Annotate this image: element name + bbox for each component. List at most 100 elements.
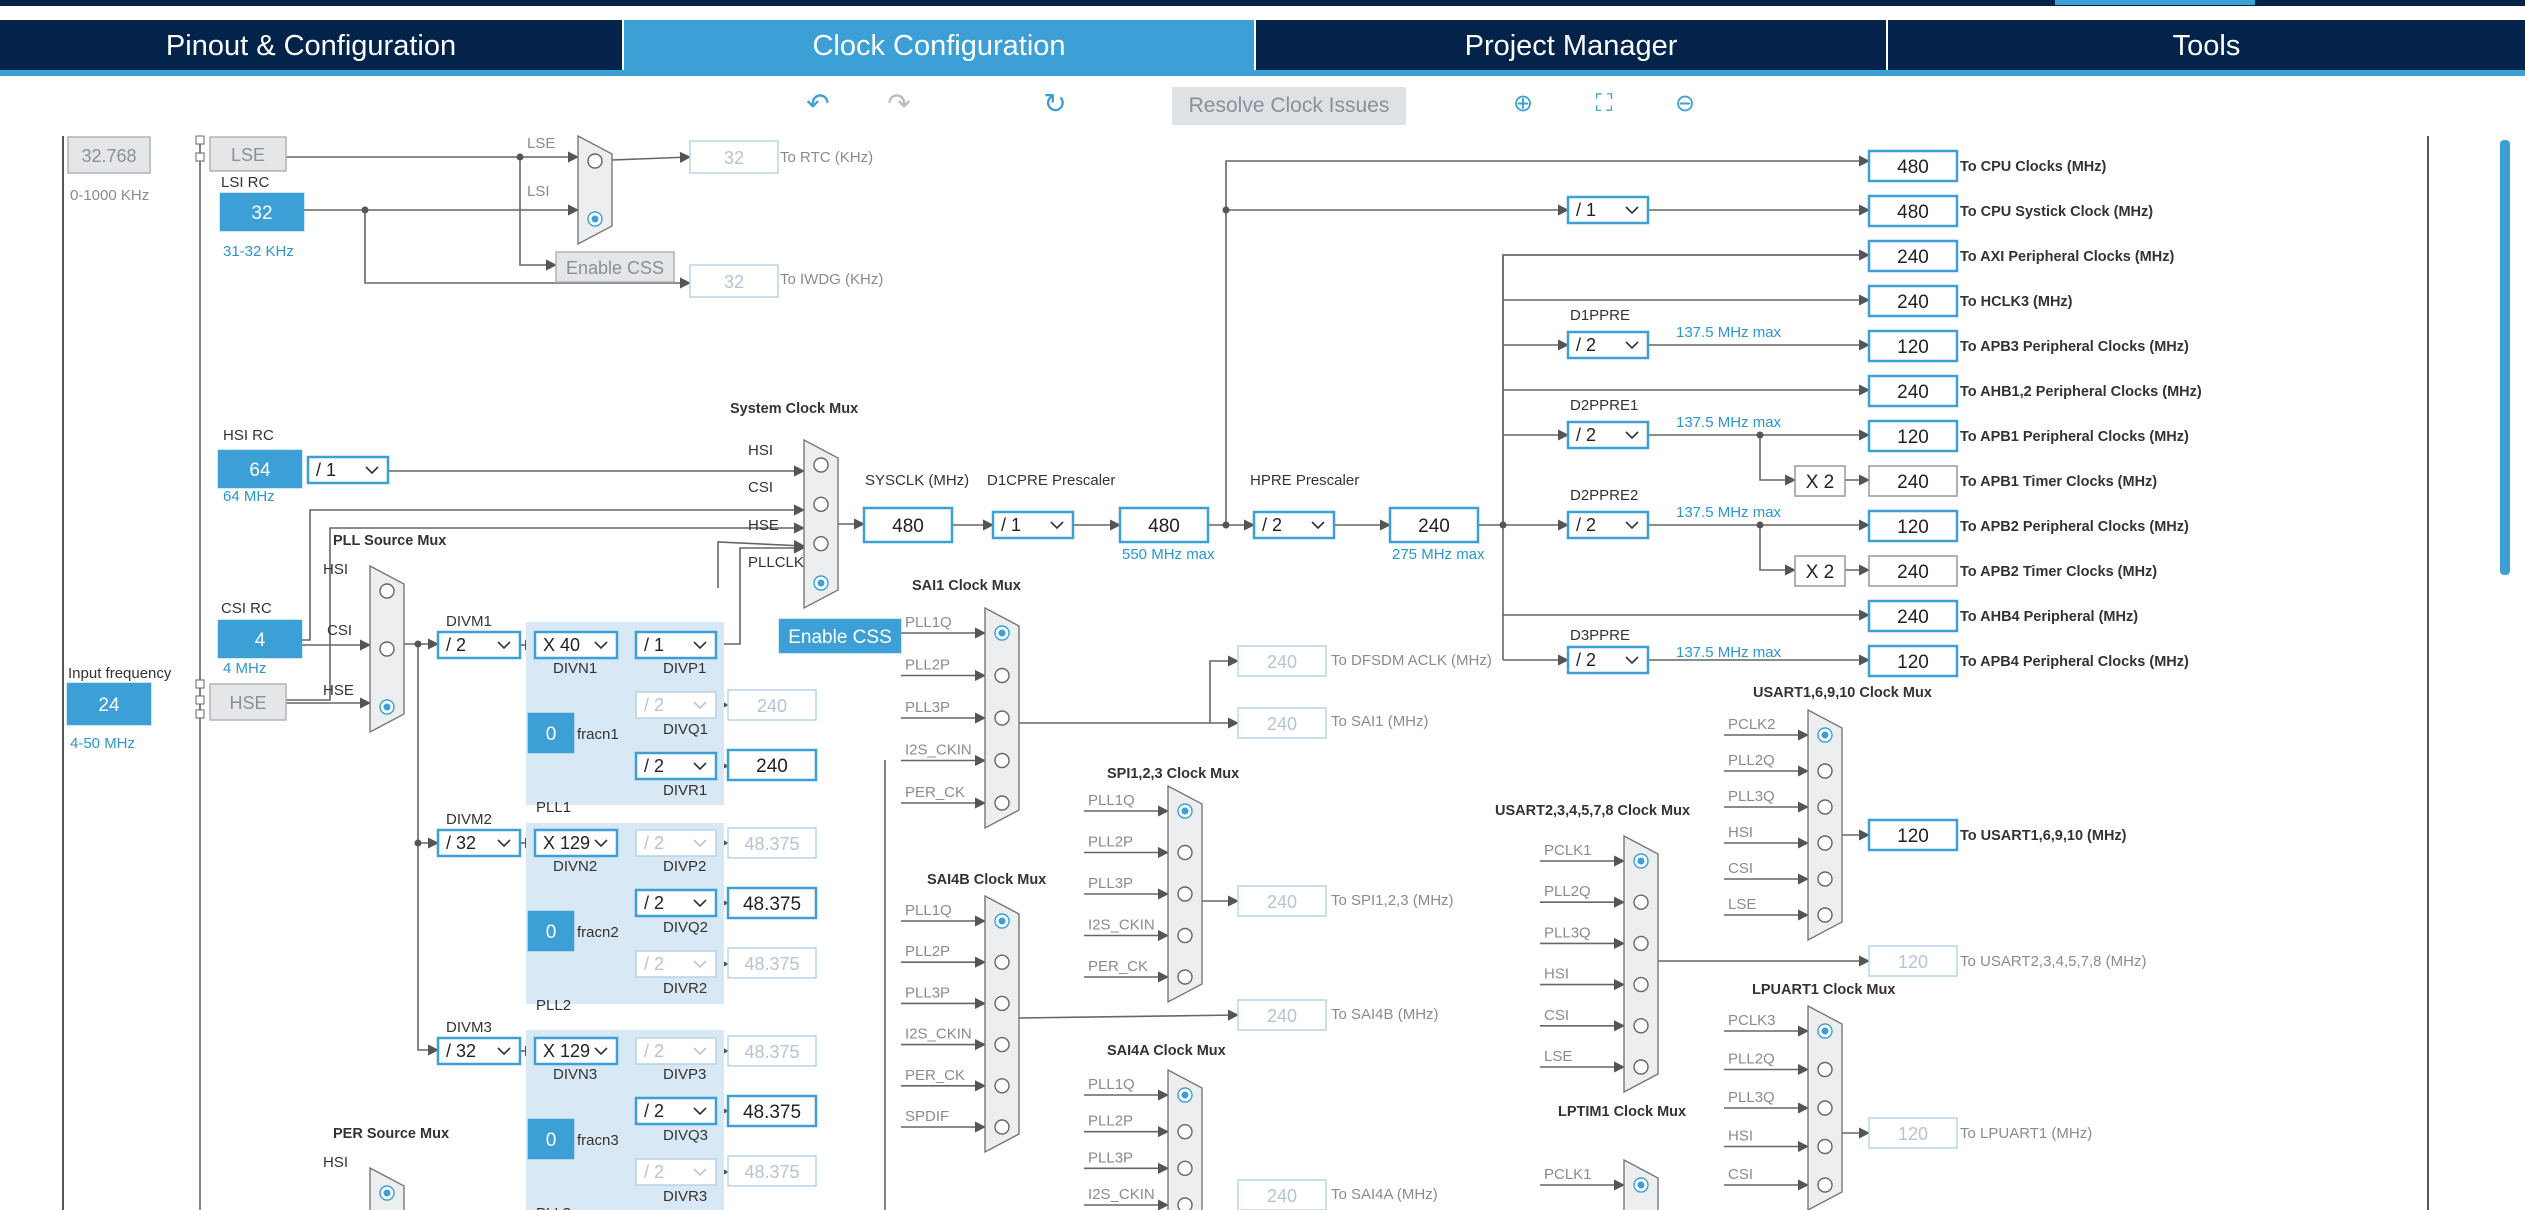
apb1-timer-multiplier[interactable]: X 2	[1794, 465, 1846, 497]
divm3-dropdown[interactable]: / 32	[436, 1036, 522, 1066]
redo-icon[interactable]: ↷	[887, 88, 911, 119]
sai4b-output[interactable]: 240	[1237, 999, 1327, 1031]
radio-option[interactable]	[1633, 1018, 1649, 1034]
radio-option[interactable]	[813, 457, 829, 473]
refresh-icon[interactable]: ↻	[1043, 88, 1067, 119]
output-apb1t[interactable]: 240	[1868, 465, 1958, 497]
divp2-output[interactable]: 48.375	[727, 827, 817, 859]
divq3-output[interactable]: 48.375	[726, 1094, 818, 1128]
output-apb3-divider[interactable]: / 2	[1566, 330, 1650, 360]
divq2-dropdown[interactable]: / 2	[634, 888, 718, 918]
radio-option[interactable]	[813, 535, 829, 552]
radio-option[interactable]	[1177, 969, 1193, 985]
divm2-dropdown[interactable]: / 32	[436, 828, 522, 858]
divr1-dropdown[interactable]: / 2	[634, 751, 718, 781]
tab-tools[interactable]: Tools	[1888, 20, 2525, 72]
radio-option[interactable]	[1177, 1160, 1193, 1177]
radio-option[interactable]	[1817, 763, 1833, 779]
resolve-clock-issues-button[interactable]: Resolve Clock Issues	[1172, 87, 1406, 125]
radio-option[interactable]	[1177, 927, 1193, 944]
radio-option[interactable]	[994, 1078, 1010, 1094]
divp3-dropdown[interactable]: / 2	[635, 1037, 717, 1065]
radio-option[interactable]	[1177, 844, 1193, 861]
divq2-output[interactable]: 48.375	[726, 886, 818, 920]
radio-option[interactable]	[1633, 1059, 1649, 1075]
zoom-out-icon[interactable]: ⊖	[1674, 90, 1696, 117]
output-systick[interactable]: 480	[1867, 194, 1959, 228]
sysclk-enable-css-button[interactable]: Enable CSS	[778, 618, 902, 654]
fracn1-input[interactable]: 0	[527, 712, 575, 754]
apb2-timer-multiplier[interactable]: X 2	[1794, 555, 1846, 587]
radio-option[interactable]	[994, 1119, 1010, 1135]
divr2-output[interactable]: 48.375	[727, 947, 817, 979]
output-cpu[interactable]: 480	[1867, 149, 1959, 183]
radio-option[interactable]	[587, 153, 603, 169]
tab-project-manager[interactable]: Project Manager	[1256, 20, 1886, 72]
radio-option[interactable]	[1817, 907, 1833, 923]
hpre-value[interactable]: 240	[1388, 506, 1480, 544]
radio-option[interactable]	[994, 795, 1010, 811]
divq3-dropdown[interactable]: / 2	[634, 1096, 718, 1126]
radio-option[interactable]	[1817, 1061, 1833, 1078]
hsi-rc-value[interactable]: 64	[217, 449, 303, 489]
vertical-scrollbar[interactable]	[2500, 140, 2510, 575]
output-systick-divider[interactable]: / 1	[1566, 195, 1650, 225]
spi-output[interactable]: 240	[1237, 885, 1327, 917]
radio-option[interactable]	[1177, 1123, 1193, 1140]
csi-rc-value[interactable]: 4	[217, 619, 303, 659]
usart2-output[interactable]: 120	[1868, 945, 1958, 977]
divr3-output[interactable]: 48.375	[727, 1155, 817, 1187]
tab-clock-configuration[interactable]: Clock Configuration	[624, 20, 1254, 72]
divp2-dropdown[interactable]: / 2	[635, 829, 717, 857]
radio-option[interactable]	[994, 710, 1010, 726]
output-ahb4[interactable]: 240	[1867, 599, 1959, 633]
divm1-dropdown[interactable]: / 2	[436, 630, 522, 660]
radio-option[interactable]	[1817, 1138, 1833, 1155]
divn3-dropdown[interactable]: X 129	[533, 1036, 619, 1066]
rtc-output[interactable]: 32	[689, 140, 779, 174]
radio-option[interactable]	[994, 752, 1010, 769]
dfsdm-output[interactable]: 240	[1237, 645, 1327, 677]
output-apb3[interactable]: 120	[1867, 329, 1959, 363]
radio-option[interactable]	[994, 995, 1010, 1012]
divp1-dropdown[interactable]: / 1	[634, 630, 718, 660]
radio-option[interactable]	[1817, 1100, 1833, 1116]
output-apb2-divider[interactable]: / 2	[1566, 510, 1650, 540]
output-apb4-divider[interactable]: / 2	[1566, 645, 1650, 675]
output-apb1[interactable]: 120	[1867, 419, 1959, 453]
divq1-output[interactable]: 240	[727, 689, 817, 721]
radio-option[interactable]	[379, 583, 395, 599]
radio-option[interactable]	[1633, 976, 1649, 993]
radio-option[interactable]	[1817, 871, 1833, 887]
divn2-dropdown[interactable]: X 129	[533, 828, 619, 858]
rtc-enable-css-button[interactable]: Enable CSS	[555, 251, 675, 283]
hse-input-frequency[interactable]: 24	[66, 682, 152, 726]
radio-option[interactable]	[994, 1036, 1010, 1053]
output-axi[interactable]: 240	[1867, 239, 1959, 273]
output-apb2[interactable]: 120	[1867, 509, 1959, 543]
radio-option[interactable]	[1633, 894, 1649, 910]
lse-frequency-input[interactable]: 32.768	[67, 136, 151, 174]
divn1-dropdown[interactable]: X 40	[533, 630, 619, 660]
output-apb2t[interactable]: 240	[1868, 555, 1958, 587]
sai1-output[interactable]: 240	[1237, 707, 1327, 739]
radio-option[interactable]	[379, 641, 395, 657]
fracn2-input[interactable]: 0	[527, 910, 575, 952]
usart16-output[interactable]: 120	[1867, 818, 1959, 852]
lpuart-output[interactable]: 120	[1868, 1117, 1958, 1149]
output-apb1-divider[interactable]: / 2	[1566, 420, 1650, 450]
output-apb4[interactable]: 120	[1867, 644, 1959, 678]
lsi-rc-value[interactable]: 32	[219, 192, 305, 232]
tab-pinout-configuration[interactable]: Pinout & Configuration	[0, 20, 622, 72]
divr2-dropdown[interactable]: / 2	[635, 950, 717, 978]
hsi-divider-dropdown[interactable]: / 1	[306, 455, 390, 485]
divr3-dropdown[interactable]: / 2	[635, 1158, 717, 1186]
radio-option[interactable]	[813, 496, 829, 513]
hpre-dropdown[interactable]: / 2	[1252, 510, 1336, 540]
divq1-dropdown[interactable]: / 2	[635, 691, 717, 719]
radio-option[interactable]	[994, 954, 1010, 970]
fracn3-input[interactable]: 0	[527, 1118, 575, 1160]
divp3-output[interactable]: 48.375	[727, 1035, 817, 1067]
iwdg-output[interactable]: 32	[689, 264, 779, 298]
lse-block[interactable]: LSE	[209, 136, 287, 172]
